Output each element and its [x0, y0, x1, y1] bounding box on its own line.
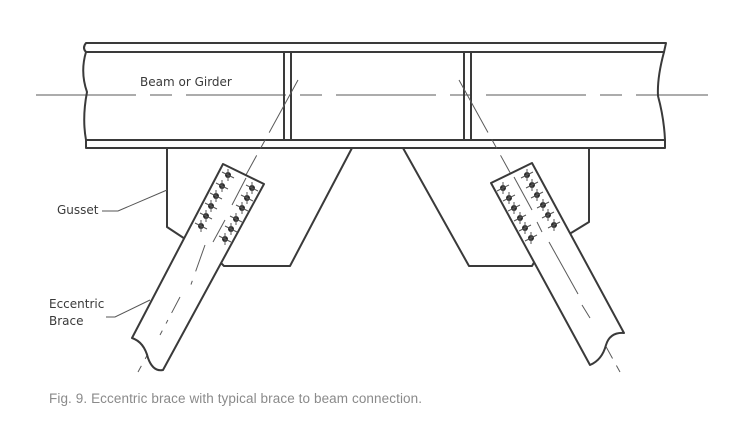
beam-label: Beam or Girder: [140, 75, 232, 89]
brace-right: [490, 162, 625, 366]
brace-leader: [106, 299, 151, 318]
bolts-left-brace: [194, 169, 259, 245]
bolts-right-brace: [496, 169, 561, 244]
brace-left: [131, 163, 265, 372]
figure-caption: Fig. 9. Eccentric brace with typical bra…: [49, 391, 423, 406]
beam: [82, 42, 667, 149]
gusset-label: Gusset: [57, 203, 99, 217]
brace-label-line1: Eccentric: [49, 297, 104, 311]
brace-label-line2: Brace: [49, 314, 84, 328]
gusset-leader: [102, 189, 168, 212]
